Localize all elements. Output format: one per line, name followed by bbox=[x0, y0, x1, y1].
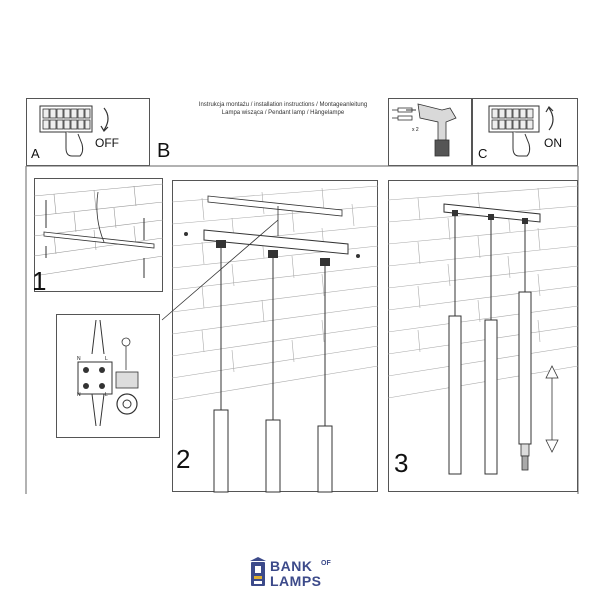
logo-lamps-text: LAMPS bbox=[270, 573, 322, 589]
logo-of-text: OF bbox=[321, 560, 331, 567]
wire-l-bottom: L bbox=[105, 392, 108, 398]
step-a-letter: A bbox=[31, 146, 40, 161]
panel-2-ceiling-and-lamp bbox=[161, 185, 379, 493]
instructions-title: Instrukcja montażu / installation instru… bbox=[198, 102, 368, 108]
panel-3-number: 3 bbox=[394, 448, 409, 478]
on-label: ON bbox=[544, 136, 562, 150]
wire-l-top: L bbox=[105, 356, 108, 362]
fuse-box-on-icon bbox=[488, 105, 554, 157]
drill-count: x 2 bbox=[412, 127, 419, 133]
lamp-type-title: Lampa wisząca / Pendant lamp / Hängelamp… bbox=[221, 110, 345, 116]
instructions-header: Instrukcja montażu / installation instru… bbox=[178, 101, 388, 117]
step-b-letter: B bbox=[157, 140, 171, 162]
panel-1-ceiling bbox=[33, 183, 164, 278]
step-c-letter: C bbox=[478, 146, 488, 161]
fuse-box-off-icon bbox=[39, 105, 109, 157]
wiring-detail-diagram bbox=[77, 319, 139, 427]
bank-of-lamps-logo: BANK OF LAMPS bbox=[248, 557, 358, 591]
lighthouse-icon bbox=[250, 557, 266, 586]
panel-2-number: 2 bbox=[176, 444, 191, 474]
wire-n-top: N bbox=[77, 356, 81, 362]
drill-icon bbox=[392, 103, 457, 157]
panel-3-ceiling-and-lamp bbox=[387, 185, 579, 475]
wire-n-bottom: N bbox=[77, 392, 81, 398]
panel-1-number: 1 bbox=[32, 266, 47, 296]
logo-bank-text: BANK bbox=[270, 558, 313, 574]
off-label: OFF bbox=[95, 136, 119, 150]
